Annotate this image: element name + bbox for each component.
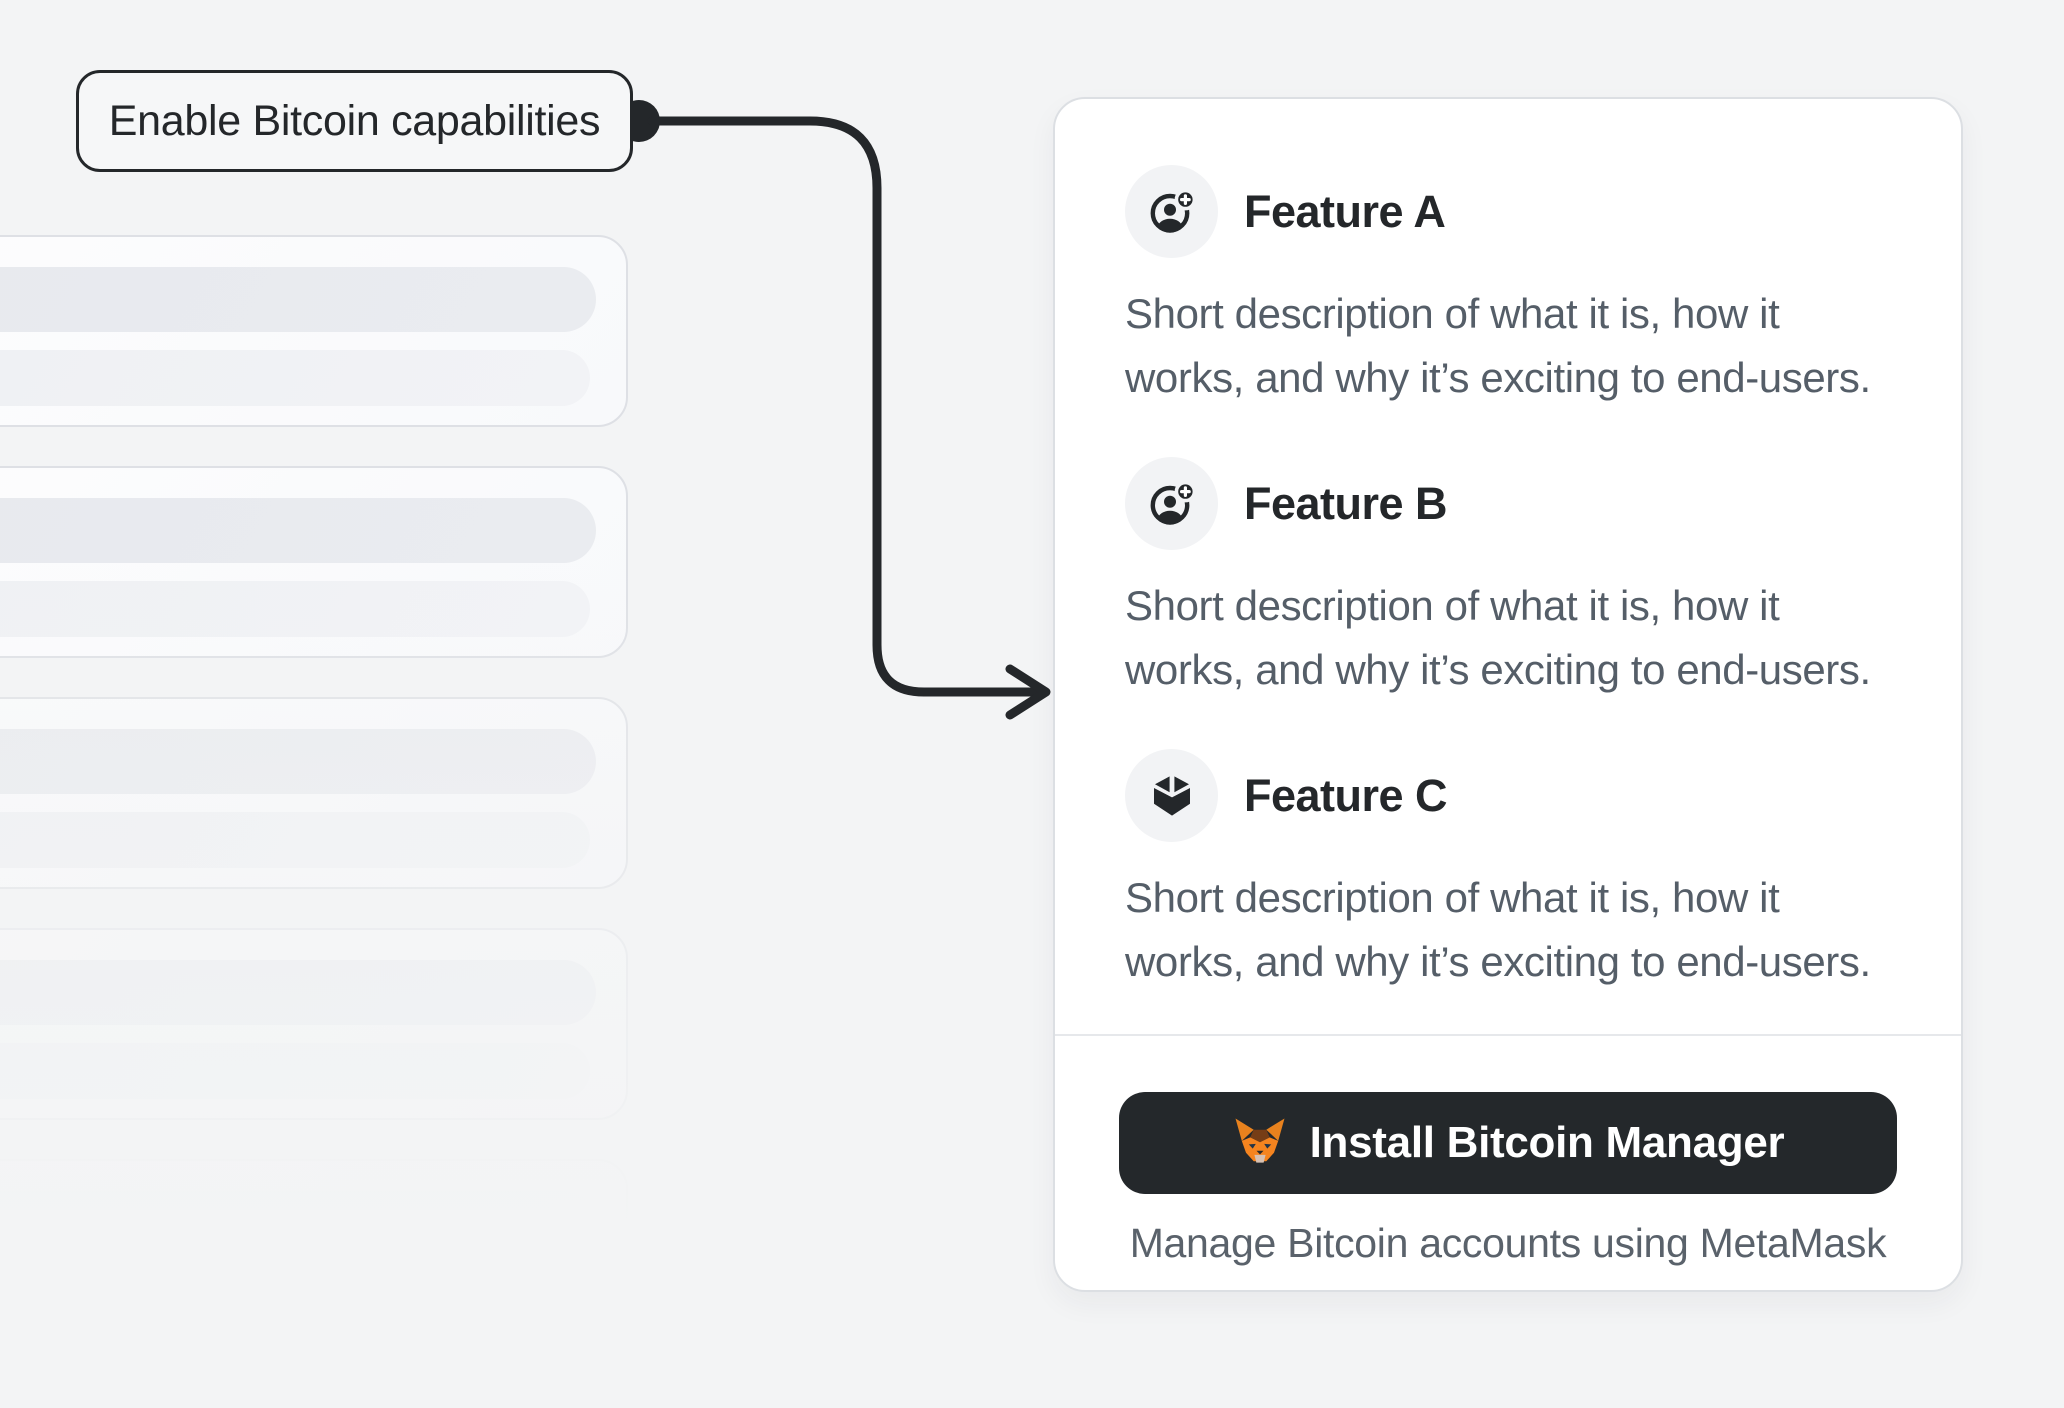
feature-list: Feature A Short description of what it i… xyxy=(1055,99,1961,1034)
feature-block-a: Feature A Short description of what it i… xyxy=(1125,165,1901,410)
skeleton-bar xyxy=(0,1274,590,1330)
annotation-label-text: Enable Bitcoin capabilities xyxy=(108,96,601,145)
skeleton-bar xyxy=(0,498,596,563)
feature-description: Short description of what it is, how it … xyxy=(1125,290,1871,401)
feature-title: Feature B xyxy=(1244,477,1448,529)
install-caption: Manage Bitcoin accounts using MetaMask xyxy=(1129,1220,1887,1266)
user-add-icon xyxy=(1125,165,1218,258)
card-footer: Install Bitcoin Manager Manage Bitcoin a… xyxy=(1055,1034,1961,1290)
feature-block-c: Feature C Short description of what it i… xyxy=(1125,749,1901,994)
feature-title: Feature C xyxy=(1244,769,1448,821)
skeleton-bar xyxy=(0,812,590,868)
connector-line xyxy=(647,116,1045,697)
feature-block-b: Feature B Short description of what it i… xyxy=(1125,457,1901,702)
skeleton-card xyxy=(0,697,628,889)
metamask-fox-icon xyxy=(1232,1117,1288,1169)
connector-arrowhead xyxy=(1005,664,1051,720)
skeleton-bar xyxy=(0,267,596,332)
install-bitcoin-manager-button[interactable]: Install Bitcoin Manager xyxy=(1119,1092,1897,1194)
skeleton-card xyxy=(0,466,628,658)
user-add-icon xyxy=(1125,457,1218,550)
skeleton-bar xyxy=(0,581,590,637)
skeleton-bar xyxy=(0,1043,590,1099)
feature-title: Feature A xyxy=(1244,185,1446,237)
skeleton-bar xyxy=(0,960,596,1025)
feature-description: Short description of what it is, how it … xyxy=(1125,582,1871,693)
feature-row: Feature C xyxy=(1125,749,1901,842)
feature-description: Short description of what it is, how it … xyxy=(1125,874,1871,985)
skeleton-card xyxy=(0,235,628,427)
skeleton-bar xyxy=(0,350,590,406)
install-button-label: Install Bitcoin Manager xyxy=(1309,1118,1785,1167)
cube-icon xyxy=(1125,749,1218,842)
feature-card: Feature A Short description of what it i… xyxy=(1053,97,1963,1292)
skeleton-bar xyxy=(0,1191,596,1256)
skeleton-bar xyxy=(0,729,596,794)
skeleton-card xyxy=(0,1159,628,1351)
skeleton-column xyxy=(0,235,628,1390)
feature-row: Feature A xyxy=(1125,165,1901,258)
annotation-label: Enable Bitcoin capabilities xyxy=(76,70,633,172)
feature-row: Feature B xyxy=(1125,457,1901,550)
skeleton-card xyxy=(0,928,628,1120)
